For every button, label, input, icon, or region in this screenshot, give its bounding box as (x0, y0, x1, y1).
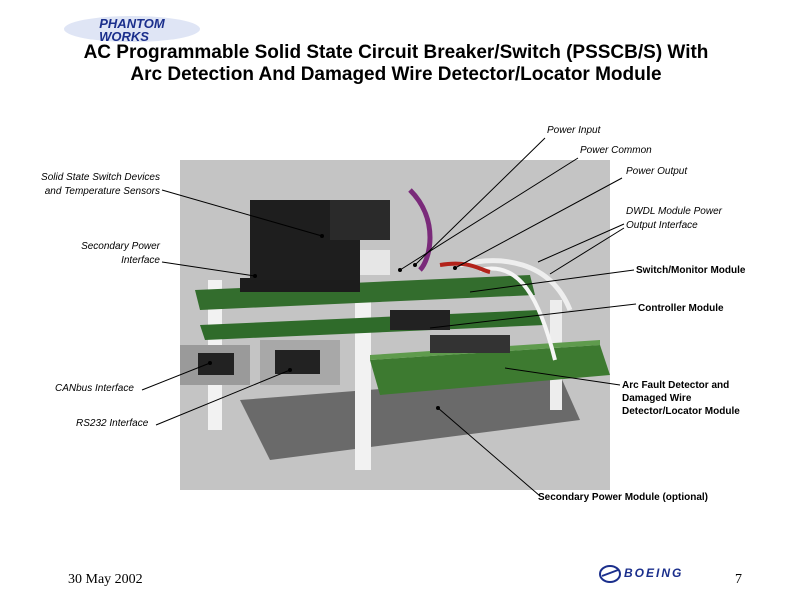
phantom-works-logo: PHANTOM WORKS (64, 16, 200, 44)
logo-line2: WORKS (99, 29, 149, 44)
label-arc-line3: Detector/Locator Module (622, 406, 740, 417)
hardware-photo (180, 160, 610, 490)
label-dwdl-line1: DWDL Module Power (626, 206, 722, 217)
label-arc-fault: Arc Fault Detector and Damaged Wire Dete… (622, 379, 740, 418)
label-dwdl-line2: Output Interface (626, 220, 698, 231)
label-dwdl: DWDL Module Power Output Interface (626, 205, 722, 233)
label-ss-switch-line2: and Temperature Sensors (44, 186, 160, 197)
label-canbus: CANbus Interface (55, 383, 134, 394)
label-rs232: RS232 Interface (76, 418, 149, 429)
logo-line1: PHANTOM (99, 16, 166, 31)
label-secondary-line2: Interface (121, 255, 160, 266)
footer-date: 30 May 2002 (68, 572, 143, 587)
label-switch-monitor: Switch/Monitor Module (636, 265, 746, 276)
label-power-common: Power Common (580, 145, 652, 156)
label-secondary-power: Secondary Power Interface (20, 240, 160, 268)
boeing-logo: BOEING (599, 565, 683, 583)
label-arc-line1: Arc Fault Detector and (622, 380, 730, 391)
slide-title-line1: AC Programmable Solid State Circuit Brea… (83, 42, 709, 63)
label-controller: Controller Module (638, 303, 724, 314)
label-arc-line2: Damaged Wire (622, 393, 692, 404)
label-power-input: Power Input (547, 125, 601, 136)
label-ss-switch: Solid State Switch Devices and Temperatu… (20, 171, 160, 199)
label-power-output: Power Output (626, 166, 688, 177)
label-secondary-line1: Secondary Power (81, 241, 160, 252)
label-secondary-module: Secondary Power Module (optional) (538, 492, 709, 503)
label-ss-switch-line1: Solid State Switch Devices (41, 172, 160, 183)
page-number: 7 (735, 572, 742, 587)
boeing-wordmark: BOEING (624, 566, 683, 580)
slide-title-line2: Arc Detection And Damaged Wire Detector/… (130, 64, 662, 85)
